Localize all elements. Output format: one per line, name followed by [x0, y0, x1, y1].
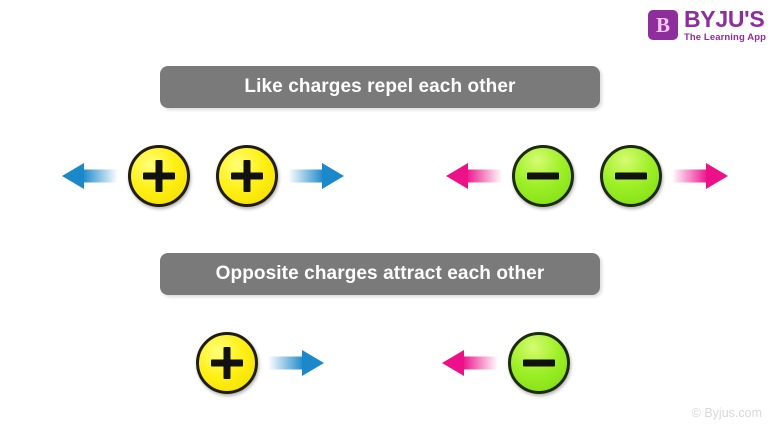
minus-sign-icon — [615, 172, 647, 180]
byjus-logo: B BYJU'S The Learning App — [648, 8, 766, 43]
arrow-tail — [672, 169, 708, 183]
banner-opposite-charges-attract: Opposite charges attract each other — [160, 253, 600, 295]
copyright-footer: © Byjus.com — [691, 406, 762, 420]
logo-mark-glyph: B — [655, 12, 670, 37]
positive-charge — [128, 145, 190, 207]
force-arrow-right-blue — [288, 163, 344, 189]
negative-charge — [512, 145, 574, 207]
logo-tagline: The Learning App — [684, 32, 766, 43]
logo-text: BYJU'S The Learning App — [684, 8, 766, 43]
plus-sign-icon — [223, 347, 231, 379]
row-opposite-charges — [196, 328, 570, 398]
logo-title: BYJU'S — [684, 6, 765, 32]
minus-sign-icon — [527, 172, 559, 180]
minus-sign-icon — [523, 359, 555, 367]
arrow-head — [322, 163, 344, 189]
arrow-head — [302, 350, 324, 376]
row-like-positive-charges — [62, 141, 344, 211]
force-arrow-right-pink — [672, 163, 728, 189]
plus-sign-icon — [243, 160, 251, 192]
positive-charge — [216, 145, 278, 207]
arrow-head — [62, 163, 84, 189]
byjus-book-icon: B — [648, 10, 678, 41]
plus-sign-icon — [155, 160, 163, 192]
arrow-tail — [466, 169, 502, 183]
arrow-tail — [82, 169, 118, 183]
force-arrow-left-pink — [446, 163, 502, 189]
negative-charge — [508, 332, 570, 394]
arrow-tail — [462, 356, 498, 370]
force-arrow-right-blue — [268, 350, 324, 376]
row-like-negative-charges — [446, 141, 728, 211]
negative-charge — [600, 145, 662, 207]
arrow-tail — [268, 356, 304, 370]
arrow-head — [706, 163, 728, 189]
banner-like-charges-repel: Like charges repel each other — [160, 66, 600, 108]
force-arrow-left-pink — [442, 350, 498, 376]
force-arrow-left-blue — [62, 163, 118, 189]
arrow-head — [446, 163, 468, 189]
positive-charge — [196, 332, 258, 394]
arrow-head — [442, 350, 464, 376]
arrow-tail — [288, 169, 324, 183]
